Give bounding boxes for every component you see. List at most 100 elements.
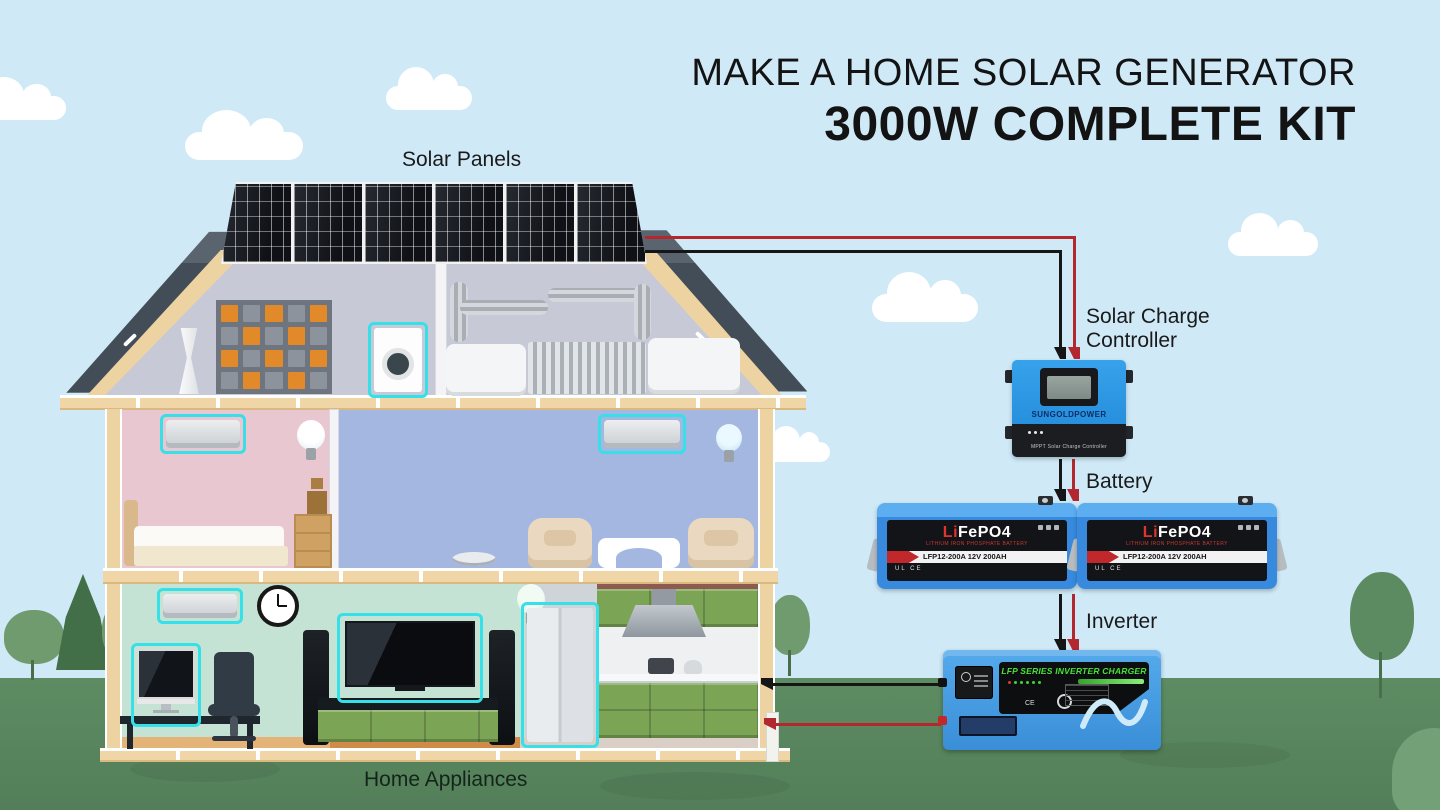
solar-panel bbox=[506, 184, 575, 262]
label-home-appliances: Home Appliances bbox=[364, 768, 528, 791]
wire-pv-black bbox=[645, 250, 1062, 253]
inverter-leds bbox=[1008, 681, 1041, 684]
ac-highlight-living bbox=[598, 414, 686, 454]
label-solar-panels: Solar Panels bbox=[402, 148, 522, 171]
battery-icons bbox=[1038, 525, 1059, 530]
light-bulb bbox=[716, 424, 742, 452]
wire-inv-home-black bbox=[772, 683, 943, 686]
inverter-lcd bbox=[959, 716, 1017, 736]
cloud bbox=[762, 426, 830, 462]
wire-cc-batt-red bbox=[1072, 459, 1075, 490]
battery-model: LFP12-200A 12V 200AH bbox=[1087, 551, 1267, 563]
battery-model: LFP12-200A 12V 200AH bbox=[887, 551, 1067, 563]
lower-cabinets bbox=[597, 683, 758, 738]
solar-panel bbox=[577, 184, 645, 262]
label-charge-controller: Solar Charge Controller bbox=[1086, 305, 1210, 352]
controller-lcd bbox=[1040, 368, 1098, 406]
cube-shelf bbox=[216, 300, 332, 394]
hvac-unit bbox=[446, 344, 526, 396]
drawer-unit bbox=[294, 514, 332, 568]
armchair bbox=[528, 518, 592, 568]
coffee-table bbox=[598, 538, 680, 568]
countertop bbox=[597, 674, 758, 683]
foundation-slab bbox=[100, 748, 790, 762]
wire-pv-red bbox=[645, 236, 1076, 239]
vent-duct bbox=[450, 282, 468, 342]
hood-duct bbox=[652, 589, 676, 605]
air-conditioner bbox=[163, 594, 237, 618]
cardboard-figure bbox=[307, 478, 327, 514]
robot-vacuum bbox=[452, 552, 496, 566]
tree bbox=[4, 610, 64, 664]
battery-subtitle: LITHIUM IRON PHOSPHATE BATTERY bbox=[1126, 541, 1228, 547]
television bbox=[345, 621, 475, 687]
armchair bbox=[688, 518, 754, 568]
solar-panel-array bbox=[221, 182, 647, 264]
title-block: MAKE A HOME SOLAR GENERATOR 3000W COMPLE… bbox=[691, 52, 1356, 152]
cloud bbox=[0, 76, 66, 120]
controller-leds bbox=[1028, 431, 1043, 434]
wire-batt-inv-black bbox=[1059, 594, 1062, 640]
tree bbox=[1350, 572, 1414, 660]
battery-brand: LiFePO4 bbox=[1142, 524, 1212, 541]
battery-terminal bbox=[1038, 496, 1053, 505]
cloud bbox=[386, 66, 472, 110]
battery-certs: UL CE bbox=[895, 566, 923, 572]
controller-caption: MPPT Solar Charge Controller bbox=[1030, 444, 1108, 450]
desk bbox=[120, 716, 260, 724]
wire-batt-inv-red bbox=[1072, 594, 1075, 640]
vent-duct bbox=[460, 300, 548, 315]
floor-slab bbox=[103, 568, 778, 584]
fridge-highlight bbox=[521, 602, 599, 748]
cooking-pot bbox=[648, 658, 674, 674]
cloud bbox=[872, 271, 978, 322]
label-inverter: Inverter bbox=[1086, 610, 1158, 633]
wire-inv-home-red bbox=[775, 723, 941, 726]
battery-subtitle: LITHIUM IRON PHOSPHATE BATTERY bbox=[926, 541, 1028, 547]
battery-certs: UL CE bbox=[1095, 566, 1123, 572]
cloud bbox=[1228, 212, 1318, 256]
title-line1: MAKE A HOME SOLAR GENERATOR bbox=[691, 52, 1356, 94]
solar-charge-controller: SUNGOLDPOWER MPPT Solar Charge Controlle… bbox=[1005, 360, 1133, 457]
controller-brand: SUNGOLDPOWER bbox=[1031, 410, 1107, 419]
solar-panel bbox=[435, 184, 504, 262]
bed bbox=[124, 500, 288, 568]
tv-highlight bbox=[337, 613, 483, 703]
kettle bbox=[684, 660, 702, 674]
inverter-charger: LFP SERIES INVERTER CHARGER CE bbox=[938, 650, 1161, 750]
inverter-ce-mark: CE bbox=[1025, 700, 1035, 707]
solar-panel bbox=[364, 184, 433, 262]
light-bulb bbox=[297, 420, 325, 450]
label-battery: Battery bbox=[1086, 470, 1153, 493]
cloud bbox=[185, 109, 303, 160]
inverter-terminal-negative bbox=[938, 678, 947, 687]
tree bbox=[770, 595, 810, 655]
inverter-breaker-panel bbox=[955, 666, 993, 699]
computer-highlight bbox=[131, 643, 201, 727]
battery-terminal bbox=[1238, 496, 1253, 505]
battery-brand: LiFePO4 bbox=[942, 524, 1012, 541]
ac-highlight-office bbox=[157, 588, 243, 624]
sine-wave-icon bbox=[1080, 698, 1148, 729]
lifepo4-battery-1: LiFePO4 LITHIUM IRON PHOSPHATE BATTERY L… bbox=[866, 496, 1088, 589]
inverter-terminal-positive bbox=[938, 716, 947, 725]
wire-cc-batt-black bbox=[1059, 459, 1062, 490]
washing-machine bbox=[374, 328, 422, 392]
air-conditioner bbox=[166, 420, 240, 448]
floor-slab bbox=[60, 395, 806, 410]
battery-icons bbox=[1238, 525, 1259, 530]
solar-panel bbox=[293, 184, 362, 262]
solar-panel bbox=[223, 184, 291, 262]
wall-clock bbox=[257, 585, 299, 627]
office-chair bbox=[214, 652, 254, 710]
radiator bbox=[528, 342, 646, 394]
computer-monitor bbox=[137, 649, 195, 715]
vent-duct bbox=[548, 288, 642, 302]
washer-door-icon bbox=[382, 348, 414, 380]
ac-highlight-bedroom bbox=[160, 414, 246, 454]
washing-machine-highlight bbox=[368, 322, 428, 398]
inverter-panel-label: LFP SERIES INVERTER CHARGER bbox=[1001, 666, 1147, 676]
vent-duct bbox=[634, 284, 651, 340]
lifepo4-battery-2: LiFePO4 LITHIUM IRON PHOSPHATE BATTERY L… bbox=[1066, 496, 1288, 589]
